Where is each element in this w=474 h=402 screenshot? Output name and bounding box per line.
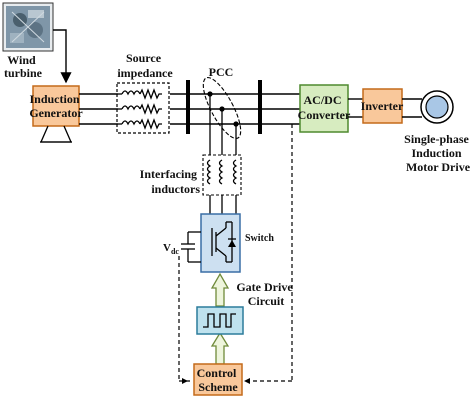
motor-feed-lines <box>402 98 422 118</box>
source-impedance-box <box>116 82 170 134</box>
turbine-to-generator-arrow <box>53 29 72 84</box>
interfacing-inductors-label: Interfacing inductors <box>140 167 201 196</box>
inverter-block: Inverter <box>361 88 404 124</box>
motor-icon <box>420 90 454 124</box>
switch-label: Switch <box>245 233 274 244</box>
wind-turbine-label: Wind turbine <box>4 53 43 80</box>
pcc-bus-bars <box>186 80 262 134</box>
pcc-taps <box>209 94 237 214</box>
induction-generator-block: Induction Generator <box>29 85 83 127</box>
diode-icon <box>228 240 236 247</box>
pcc-label: PCC <box>209 65 234 79</box>
source-impedance-label: Source impedance <box>117 51 173 80</box>
dc-feedback-arrowhead <box>182 378 188 384</box>
generator-base <box>40 125 72 143</box>
interfacing-inductors-box <box>202 154 242 196</box>
acdc-converter-block: AC/DC Converter <box>298 84 351 133</box>
control-signal-arrow <box>210 331 230 365</box>
load-current-feedback <box>248 124 293 382</box>
gate-signal-arrow <box>210 272 230 307</box>
acdc-converter-label: AC/DC Converter <box>298 93 351 122</box>
induction-generator-label: Induction Generator <box>29 92 83 120</box>
switch-block <box>200 213 241 273</box>
vdc-label: Vdc <box>163 242 179 256</box>
control-scheme-block: Control Scheme <box>193 363 243 396</box>
pwm-waveform-icon <box>203 313 236 328</box>
pwm-block <box>196 306 244 335</box>
gate-drive-label: Gate Drive Circuit <box>236 280 295 308</box>
dc-link-lines <box>348 98 363 118</box>
dc-capacitor <box>181 231 201 263</box>
inverter-label: Inverter <box>361 99 404 113</box>
motor-drive-label: Single-phase Induction Motor Drive <box>404 132 472 174</box>
dc-voltage-feedback <box>178 256 190 382</box>
control-scheme-label: Control Scheme <box>197 366 240 394</box>
pcc-ellipse <box>202 76 242 140</box>
load-feedback-arrowhead <box>244 378 250 384</box>
wind-turbine-image <box>2 2 54 52</box>
